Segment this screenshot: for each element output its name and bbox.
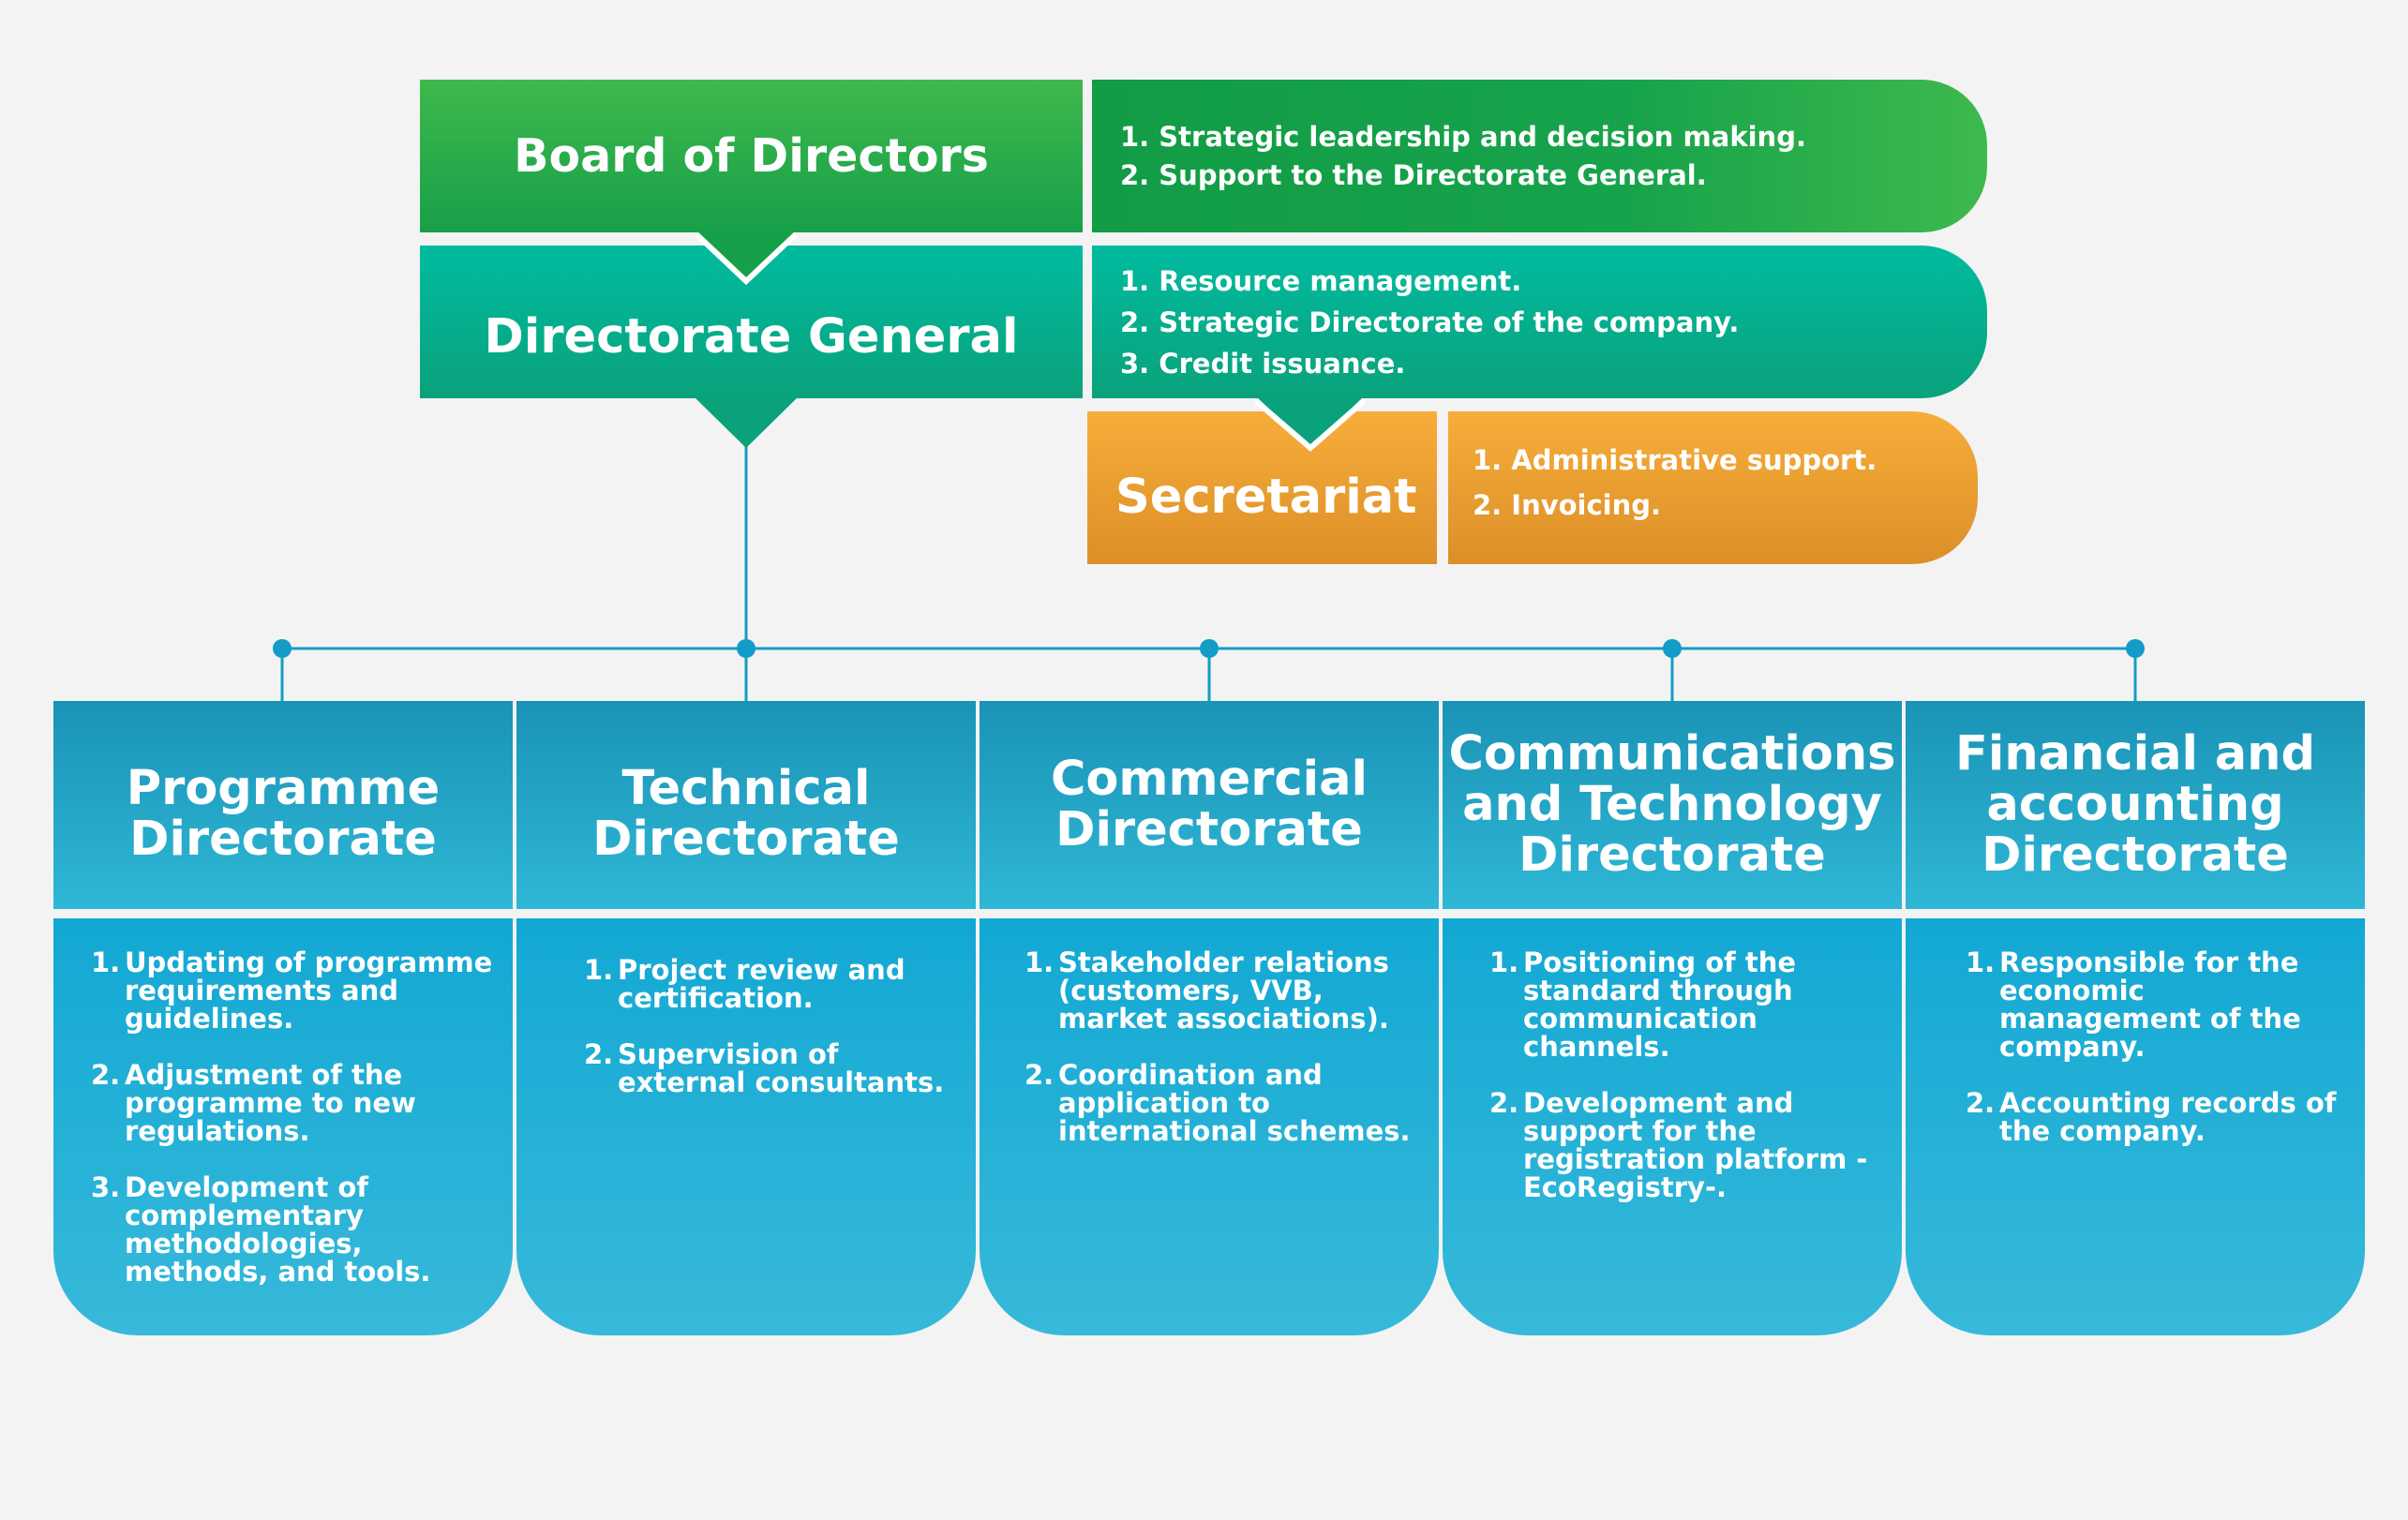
- item-number: 1.: [91, 946, 121, 978]
- board-of-directors-box: Board of Directors: [420, 80, 1083, 232]
- financial-accounting-directorate-duties: 1. Responsible for the economic manageme…: [1906, 918, 2365, 1335]
- programme-directorate-duties: 1. Updating of programme requirements an…: [53, 918, 513, 1335]
- technical-directorate-duties: 1. Project review and certification. 2. …: [516, 918, 976, 1335]
- list-item: 1. Responsible for the economic manageme…: [1966, 948, 2352, 1061]
- dg-duty: 3. Credit issuance.: [1120, 347, 1406, 380]
- list-item: 1. Updating of programme requirements an…: [91, 948, 500, 1033]
- list-item: 1. Project review and certification.: [584, 956, 963, 1012]
- item-number: 1.: [1966, 946, 1996, 978]
- technical-directorate-header: Technical Directorate: [516, 701, 976, 909]
- list-item: 2. Adjustment of the programme to new re…: [91, 1061, 500, 1145]
- secretariat-duty: 1. Administrative support.: [1473, 444, 1877, 476]
- item-number: 2.: [584, 1038, 614, 1070]
- connector-dot: [273, 639, 292, 658]
- communications-technology-directorate-header: Communications and Technology Directorat…: [1443, 701, 1902, 909]
- list-item: 3. Development of complementary methodol…: [91, 1173, 500, 1286]
- secretariat-duty: 2. Invoicing.: [1473, 489, 1662, 521]
- item-text: Stakeholder relations (customers, VVB, m…: [1058, 946, 1389, 1035]
- dg-duty: 1. Resource management.: [1120, 264, 1522, 297]
- directorate-general-duties-box: 1. Resource management. 2. Strategic Dir…: [1092, 246, 1987, 398]
- item-number: 1.: [1025, 946, 1054, 978]
- programme-directorate-header: Programme Directorate: [53, 701, 513, 909]
- dg-duty: 2. Strategic Directorate of the company.: [1120, 305, 1740, 338]
- directorate-title: Technical Directorate: [592, 761, 900, 867]
- communications-technology-directorate-duties: 1. Positioning of the standard through c…: [1443, 918, 1902, 1335]
- item-number: 2.: [1966, 1087, 1996, 1119]
- item-number: 2.: [91, 1059, 121, 1091]
- board-duties-box: 1. Strategic leadership and decision mak…: [1092, 80, 1987, 232]
- list-item: 1. Stakeholder relations (customers, VVB…: [1025, 948, 1426, 1033]
- directorate-general-box: Directorate General: [420, 246, 1083, 398]
- item-number: 2.: [1025, 1059, 1054, 1091]
- connector-dot: [1200, 639, 1219, 658]
- board-title: Board of Directors: [514, 129, 989, 183]
- directorate-general-title: Directorate General: [484, 309, 1019, 365]
- board-duty: 1. Strategic leadership and decision mak…: [1120, 120, 1806, 153]
- item-text: Development of complementary methodologi…: [125, 1171, 431, 1288]
- directorate-title: Financial and accounting Directorate: [1955, 726, 2315, 883]
- list-item: 2. Accounting records of the company.: [1966, 1089, 2352, 1145]
- list-item: 1. Positioning of the standard through c…: [1489, 948, 1889, 1061]
- connector-dot: [737, 639, 755, 658]
- directorate-title: Commercial Directorate: [1050, 752, 1369, 857]
- item-text: Accounting records of the company.: [1999, 1087, 2337, 1147]
- list-item: 2. Development and support for the regis…: [1489, 1089, 1889, 1201]
- item-text: Updating of programme requirements and g…: [125, 946, 493, 1035]
- item-text: Coordination and application to internat…: [1058, 1059, 1411, 1147]
- item-text: Positioning of the standard through comm…: [1523, 946, 1797, 1063]
- item-number: 1.: [584, 954, 614, 986]
- commercial-directorate-header: Commercial Directorate: [980, 701, 1439, 909]
- financial-accounting-directorate-header: Financial and accounting Directorate: [1906, 701, 2365, 909]
- connector-dot: [2126, 639, 2145, 658]
- secretariat-title: Secretariat: [1115, 469, 1417, 525]
- secretariat-box: Secretariat: [1087, 411, 1437, 564]
- list-item: 2. Supervision of external consultants.: [584, 1040, 963, 1096]
- board-duty: 2. Support to the Directorate General.: [1120, 158, 1707, 191]
- item-number: 1.: [1489, 946, 1519, 978]
- connector-dot: [1663, 639, 1682, 658]
- commercial-directorate-duties: 1. Stakeholder relations (customers, VVB…: [980, 918, 1439, 1335]
- item-text: Adjustment of the programme to new regul…: [125, 1059, 416, 1147]
- directorate-title: Programme Directorate: [126, 761, 441, 867]
- item-number: 3.: [91, 1171, 121, 1203]
- item-text: Supervision of external consultants.: [618, 1038, 945, 1098]
- item-text: Development and support for the registra…: [1523, 1087, 1868, 1203]
- secretariat-duties-box: 1. Administrative support. 2. Invoicing.: [1448, 411, 1978, 564]
- item-number: 2.: [1489, 1087, 1519, 1119]
- item-text: Responsible for the economic management …: [1999, 946, 2301, 1063]
- directorate-title: Communications and Technology Directorat…: [1448, 726, 1896, 883]
- item-text: Project review and certification.: [618, 954, 905, 1014]
- list-item: 2. Coordination and application to inter…: [1025, 1061, 1426, 1145]
